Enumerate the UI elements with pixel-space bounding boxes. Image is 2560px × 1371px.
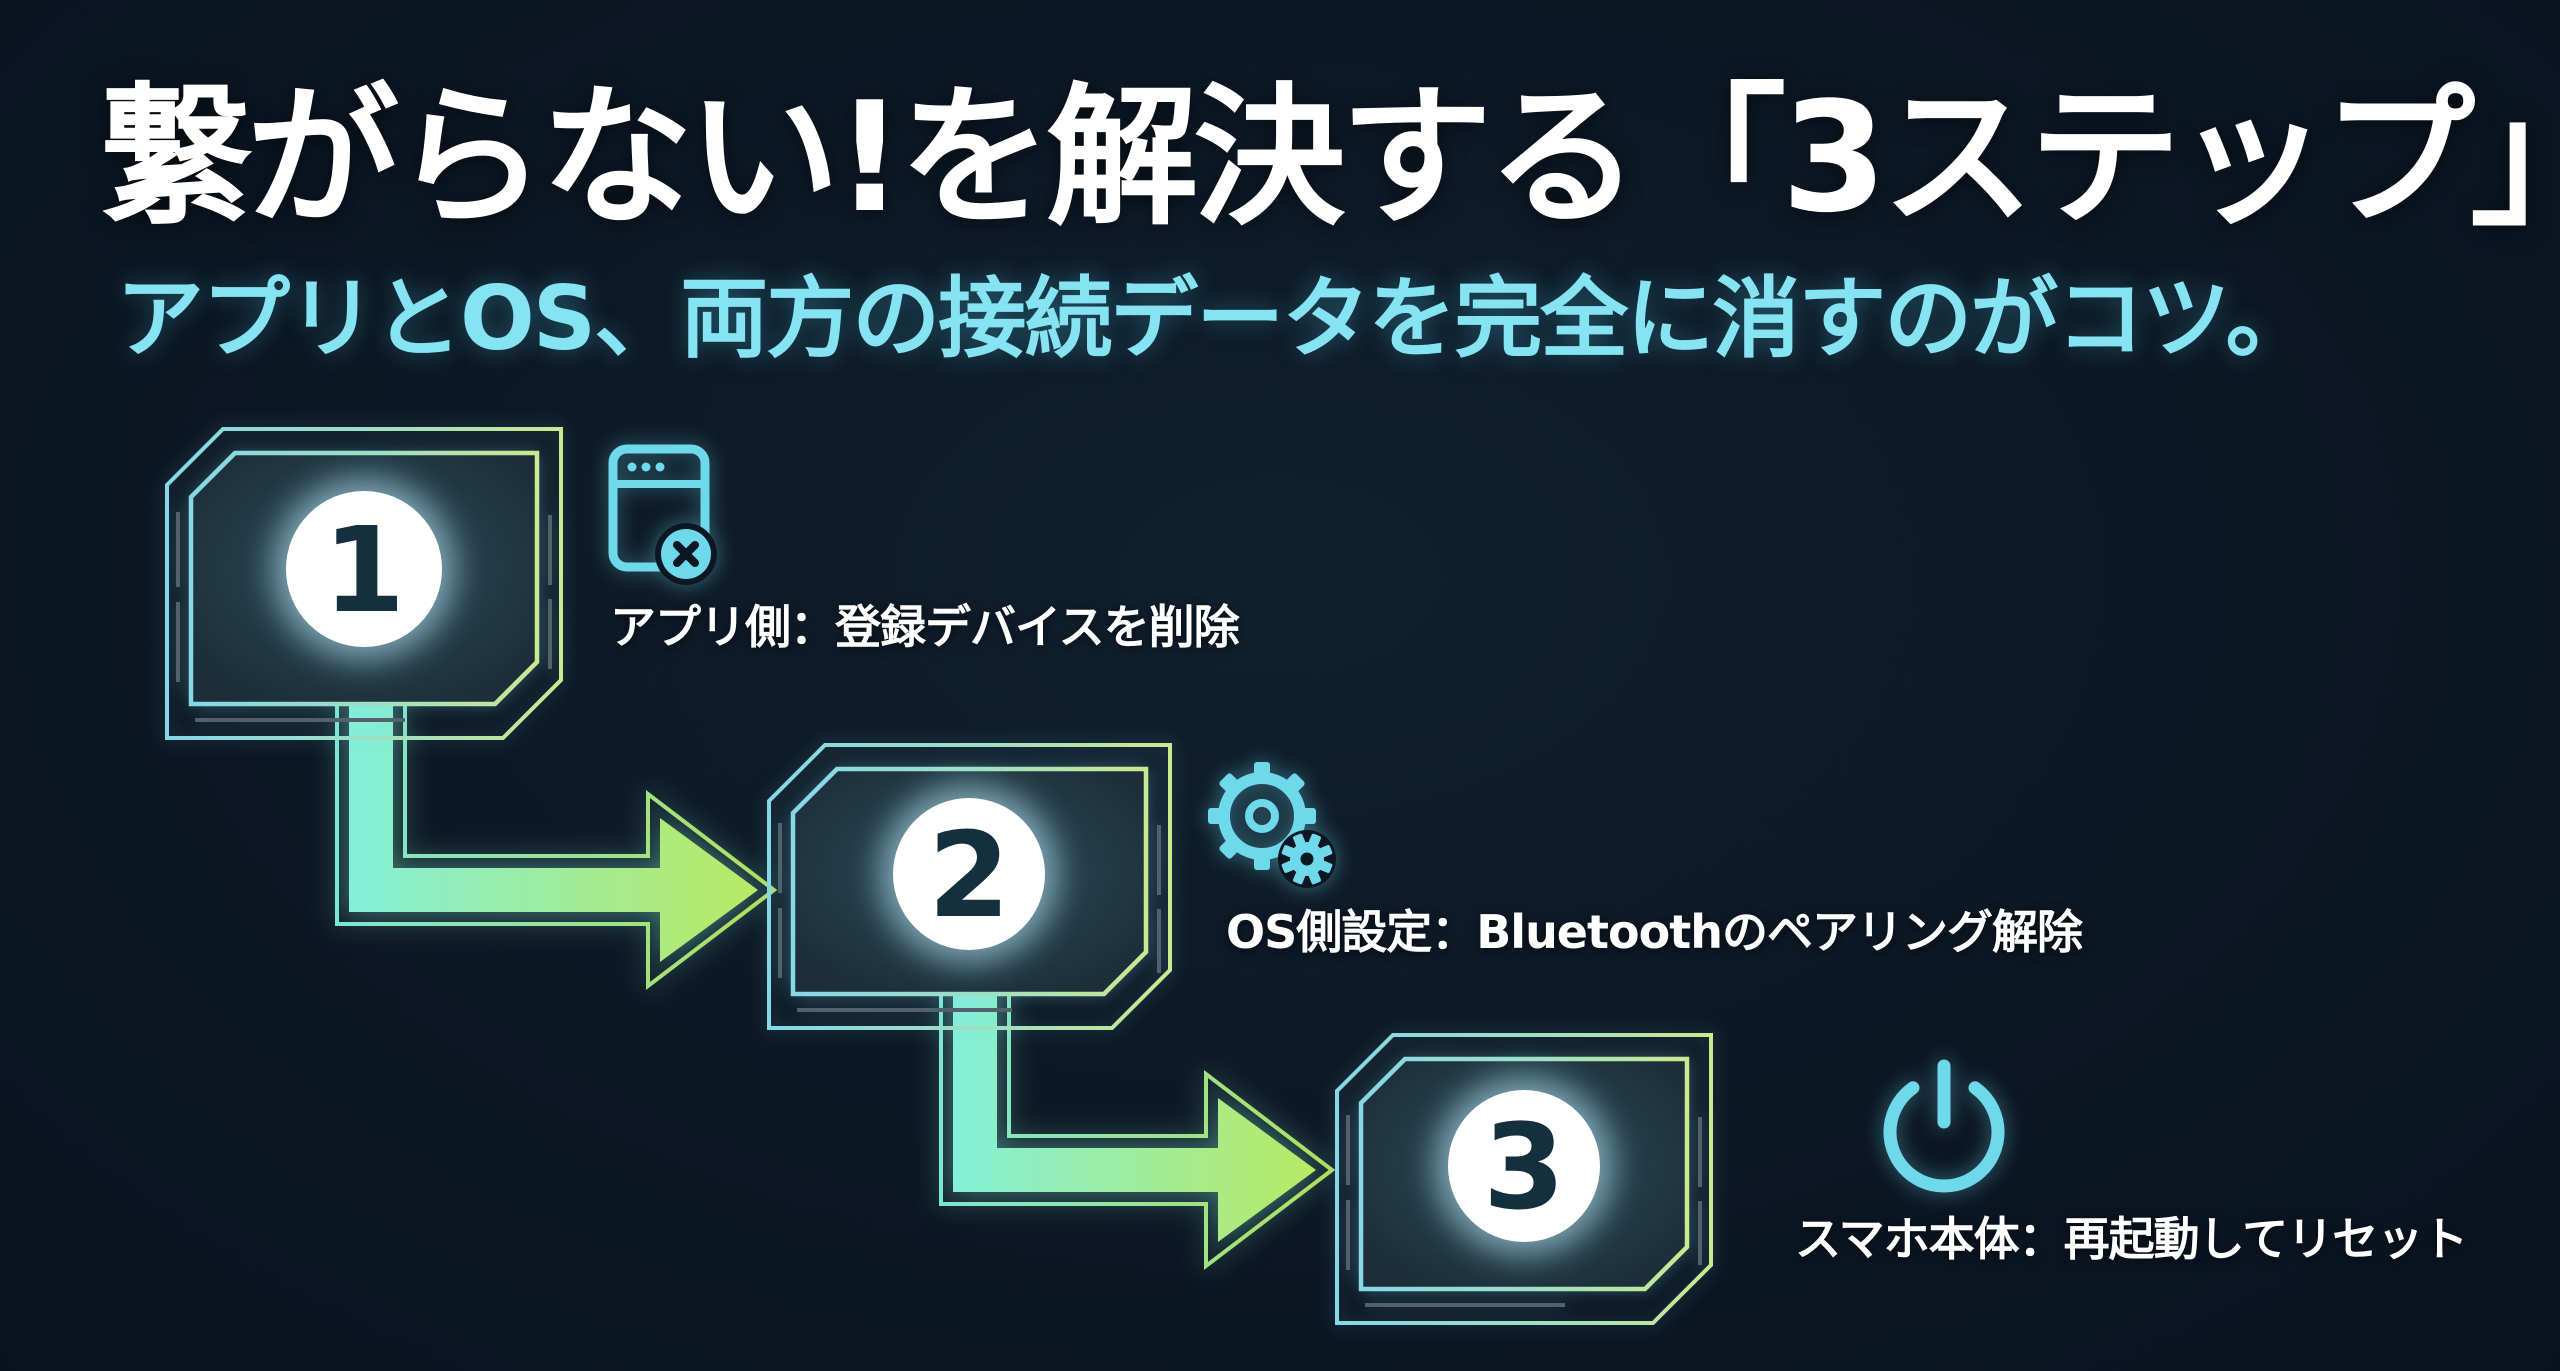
step-1-frame-ticks — [176, 512, 552, 722]
small-gear — [1278, 830, 1336, 888]
large-gear — [1208, 762, 1316, 870]
step-3-frame-ticks — [1346, 1115, 1702, 1307]
step-2-number-badge — [893, 798, 1045, 950]
step-2-outer-frame — [767, 743, 1172, 1030]
step-3-frame: 3 — [1335, 1033, 1713, 1325]
gear-settings-icon — [1208, 762, 1336, 888]
step-1-frame: 1 — [165, 427, 563, 740]
step-1-panel: 1 — [165, 427, 563, 740]
step-1-outer-frame — [165, 427, 563, 740]
step-2-panel: 2 — [767, 743, 1172, 1030]
step-1-number: 1 — [323, 501, 405, 639]
step-3-outer-frame — [1335, 1033, 1713, 1325]
step-1-label: アプリ側：登録デバイスを削除 — [610, 600, 1240, 654]
browser-window-delete-icon — [608, 444, 717, 585]
arrow-1-outline — [335, 700, 778, 991]
step-2-frame-ticks — [778, 823, 1161, 1012]
step-1-number-badge — [286, 491, 442, 647]
step-2-label: OS側設定：Bluetoothのペアリング解除 — [1226, 905, 2083, 959]
step-3-number-badge — [1448, 1090, 1600, 1242]
page-title: 繋がらない!を解決する「3ステップ」 — [100, 69, 2560, 246]
step-3-label: スマホ本体：再起動してリセット — [1795, 1212, 2468, 1266]
power-restart-icon — [1883, 1059, 2005, 1193]
step-2-frame: 2 — [767, 743, 1172, 1030]
step-3-panel: 3 — [1335, 1033, 1713, 1325]
x-glyph — [673, 541, 699, 567]
step-2-number: 2 — [928, 806, 1010, 944]
arrow-step1-to-step2 — [335, 700, 778, 991]
page-subtitle: アプリとOS、両方の接続データを完全に消すのがコツ。 — [116, 267, 2314, 370]
step-3-number: 3 — [1483, 1098, 1565, 1236]
